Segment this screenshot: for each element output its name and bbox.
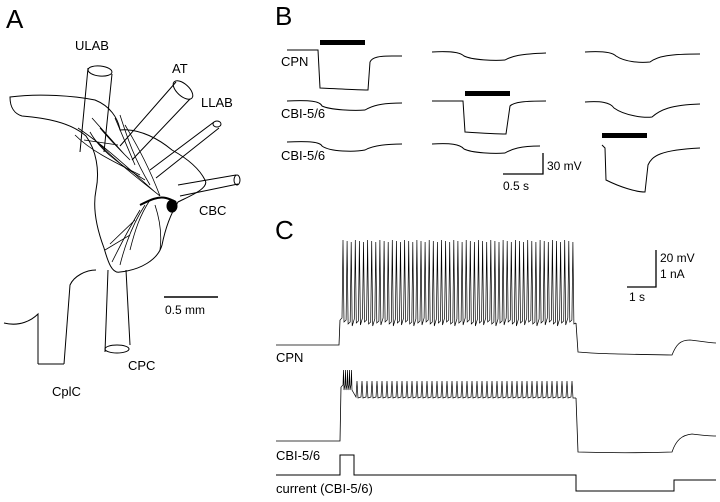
trace-c-cbi-spikes xyxy=(340,369,576,399)
nerve-at xyxy=(119,81,191,161)
nerve-cbc xyxy=(177,174,239,197)
label-cplc: CplC xyxy=(52,384,81,399)
trace-c-cbi-base xyxy=(276,386,342,442)
stim-bar-b-col2 xyxy=(465,91,510,96)
panel-b-letter: B xyxy=(275,1,292,31)
label-at: AT xyxy=(172,61,188,76)
label-b-cbi-row3: CBI-5/6 xyxy=(281,148,325,163)
nerve-llab-end xyxy=(212,120,222,128)
scale-bar-b-voltage: 30 mV xyxy=(547,159,582,173)
nerve-llab xyxy=(149,121,220,179)
nerve-ulab-end xyxy=(87,65,113,77)
label-c-current: current (CBI-5/6) xyxy=(276,481,373,496)
label-b-cbi-row2: CBI-5/6 xyxy=(281,106,325,121)
trace-b-cbi2-col2 xyxy=(431,143,541,154)
label-c-cbi: CBI-5/6 xyxy=(276,448,320,463)
label-c-cpn: CPN xyxy=(276,350,303,365)
panel-c: C CPN CBI-5/6 current (CBI-5/6) 20 mV 1 … xyxy=(275,215,717,496)
nerve-cbc-end xyxy=(233,174,241,186)
trace-b-cbi2-col1 xyxy=(286,141,403,152)
scale-bar-c-voltage: 20 mV xyxy=(660,251,695,265)
trace-b-cbi2-col3 xyxy=(601,144,701,193)
stim-bar-b-col3 xyxy=(602,133,647,138)
trace-b-cpn-col1 xyxy=(287,49,402,91)
nerve-at-end xyxy=(172,80,194,100)
trace-b-cbi1-col2 xyxy=(432,100,547,135)
trace-c-cpn xyxy=(276,319,341,346)
nerve-cplc xyxy=(3,269,97,365)
scale-bar-c-time: 1 s xyxy=(629,290,645,304)
scale-bar-c xyxy=(627,250,657,288)
trace-c-cpn-tail xyxy=(575,322,717,356)
panel-b: B CPN CBI-5/6 CBI-5/6 30 mV 0.5 s xyxy=(275,1,701,193)
soma xyxy=(166,199,178,213)
neuron-arbor xyxy=(74,114,162,266)
panel-a: A ULAB AT LLAB xyxy=(3,4,241,399)
trace-b-cpn-col3 xyxy=(584,51,701,63)
trace-c-cbi-tail xyxy=(575,397,717,454)
panel-c-letter: C xyxy=(275,215,294,245)
nerve-cpc-end xyxy=(104,344,130,354)
trace-b-cbi1-col1 xyxy=(286,100,403,111)
label-cbc: CBC xyxy=(199,203,226,218)
trace-c-cpn-spikes xyxy=(339,239,577,327)
scale-bar-b xyxy=(503,153,544,175)
label-cpc: CPC xyxy=(128,358,155,373)
trace-b-cpn-col2 xyxy=(431,51,547,61)
nerve-ulab xyxy=(79,67,113,153)
label-llab: LLAB xyxy=(201,95,233,110)
scale-bar-c-current: 1 nA xyxy=(660,267,685,281)
label-ulab: ULAB xyxy=(75,38,109,53)
nerve-cpc xyxy=(104,269,131,353)
trace-b-cbi1-col3 xyxy=(584,101,701,118)
ganglion-outline xyxy=(9,94,207,273)
stim-bar-b-col1 xyxy=(320,40,365,45)
scale-bar-a-label: 0.5 mm xyxy=(165,303,205,317)
label-b-cpn: CPN xyxy=(281,54,308,69)
panel-a-letter: A xyxy=(6,4,24,34)
scale-bar-b-time: 0.5 s xyxy=(503,179,529,193)
trace-c-current xyxy=(276,454,716,492)
